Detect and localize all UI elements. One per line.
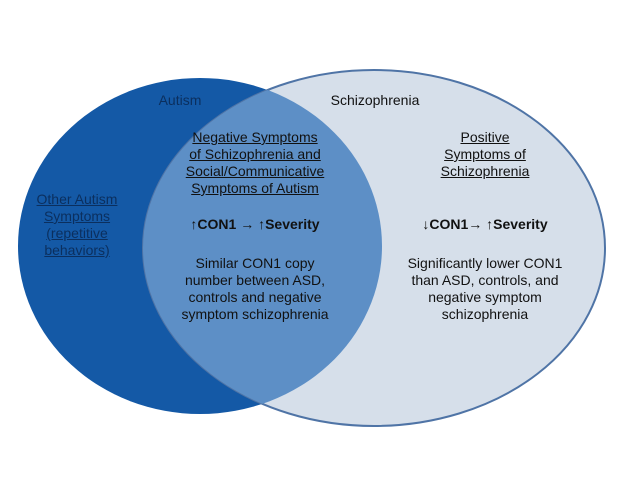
note-line: Similar CON1 copy <box>195 255 315 271</box>
heading-line: of Schizophrenia and <box>189 146 321 162</box>
note-line: Significantly lower CON1 <box>407 255 563 271</box>
note-line: symptom schizophrenia <box>181 306 329 322</box>
schizophrenia-only-relation: ↓CON1→ ↑Severity <box>422 216 548 232</box>
note-line: number between ASD, <box>184 272 326 288</box>
heading-line: Symptoms of Autism <box>191 180 319 196</box>
heading-line: Schizophrenia <box>440 163 530 179</box>
schizophrenia-label: Schizophrenia <box>330 92 420 108</box>
note-line: negative symptom <box>428 289 542 305</box>
heading-line: Negative Symptoms <box>192 129 318 145</box>
heading-line: Social/Communicative <box>185 163 325 179</box>
overlap-note: Similar CON1 copy number between ASD, co… <box>160 255 350 323</box>
overlap-region <box>143 78 382 414</box>
note-line: schizophrenia <box>441 306 529 322</box>
heading-line: Symptoms <box>43 208 111 224</box>
overlap-heading: Negative Symptoms of Schizophrenia and S… <box>165 129 345 197</box>
heading-line: (repetitive <box>46 225 108 241</box>
schizophrenia-only-note: Significantly lower CON1 than ASD, contr… <box>385 255 585 323</box>
note-line: than ASD, controls, and <box>411 272 559 288</box>
note-line: controls and negative <box>188 289 322 305</box>
heading-line: Other Autism <box>36 191 118 207</box>
heading-line: Positive <box>460 129 510 145</box>
overlap-relation: ↑CON1 → ↑Severity <box>190 216 320 232</box>
schizophrenia-only-heading: Positive Symptoms of Schizophrenia <box>410 129 560 180</box>
heading-line: behaviors) <box>44 242 110 258</box>
autism-only-heading: Other Autism Symptoms (repetitive behavi… <box>22 191 132 259</box>
heading-line: Symptoms of <box>444 146 526 162</box>
autism-label: Autism <box>158 92 202 108</box>
